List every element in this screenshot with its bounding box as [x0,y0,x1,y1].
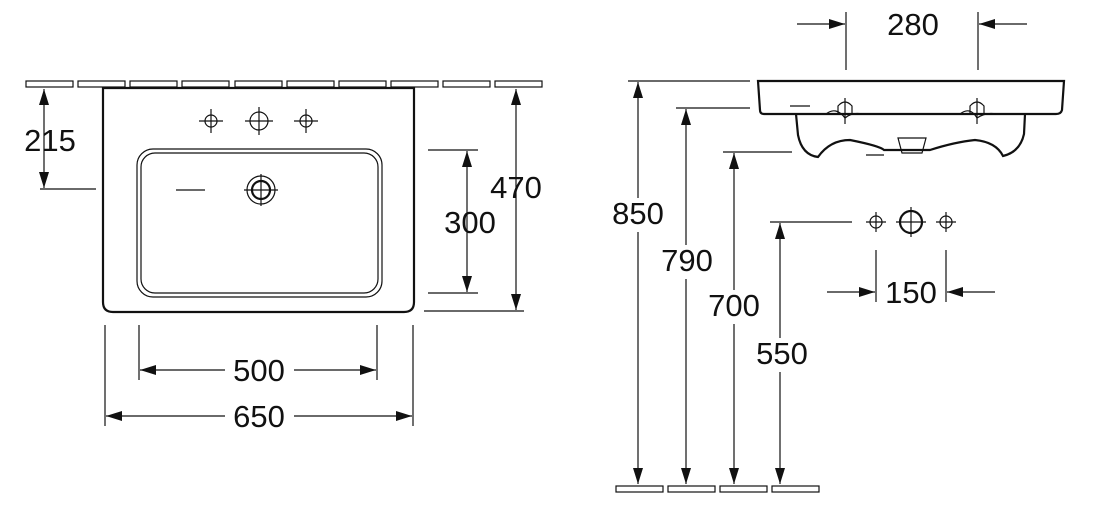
dim-150-label: 150 [885,275,937,310]
dim-470-label: 470 [490,170,542,205]
dim-tap-hole-spacing: 280 [797,7,1027,70]
dim-700-label: 700 [708,288,760,323]
basin-profile [756,79,1066,159]
dim-280-label: 280 [887,7,939,42]
tap-hole-center-icon [245,107,273,135]
waste-outlet-icon [896,207,926,237]
dim-500-label: 500 [233,353,285,388]
dim-650-label: 650 [233,399,285,434]
basin-outline [101,86,416,314]
supply-left-icon [866,212,886,232]
dim-215-label: 215 [24,123,76,158]
dim-height-basin-bottom: 700 [708,151,792,484]
dim-waste-spacing: 150 [827,250,995,310]
dim-300-label: 300 [444,205,496,240]
supply-right-icon [936,212,956,232]
dim-790-label: 790 [661,243,713,278]
dim-height-rim-underside: 790 [661,107,750,484]
tap-hole-right-icon [294,109,318,133]
dim-overall-width: 650 [104,325,414,434]
top-view: 215 300 470 500 [24,80,543,434]
wall-top-hatch [25,80,543,88]
bowl-inner-outline [140,152,379,294]
floor-hatch [615,485,820,493]
dim-tap-hole-depth: 215 [24,89,96,190]
dim-550-label: 550 [756,336,808,371]
dim-height-overall: 850 [612,80,750,484]
drain-icon [176,174,278,206]
dim-overall-depth: 470 [424,89,542,312]
side-view: 280 850 790 [612,7,1066,493]
dim-bowl-width: 500 [138,325,378,388]
dim-height-waste: 550 [756,221,852,484]
tap-hole-left-icon [199,109,223,133]
bowl-outline [136,148,383,298]
dim-bowl-depth: 300 [428,149,496,294]
dim-850-label: 850 [612,196,664,231]
